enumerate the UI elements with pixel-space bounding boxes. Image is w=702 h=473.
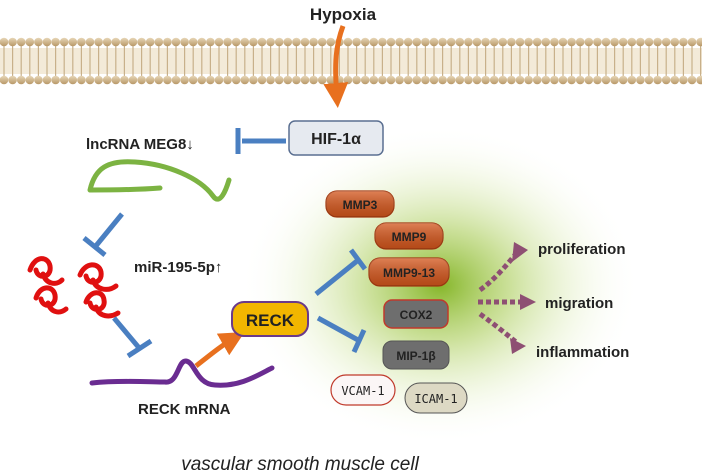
- inhibit-mir-mrna: [112, 316, 153, 359]
- reck-label: RECK: [246, 311, 295, 330]
- reck-protein: RECK: [231, 301, 309, 337]
- lncrna-label: lncRNA MEG8↓: [86, 136, 194, 153]
- svg-text:ICAM-1: ICAM-1: [414, 392, 457, 406]
- translation-arrow: [194, 332, 245, 368]
- svg-text:MMP9-13: MMP9-13: [383, 266, 435, 280]
- cell-membrane: [0, 37, 702, 85]
- reck-mrna-strand: [89, 358, 275, 388]
- protein-vcam1: VCAM-1: [330, 374, 396, 406]
- cell-label: vascular smooth muscle cell: [181, 454, 419, 473]
- hypoxia-arrow: [323, 25, 349, 108]
- outcome-proliferation: proliferation: [538, 241, 626, 258]
- svg-text:MMP9: MMP9: [392, 230, 427, 244]
- inhibit-hif-lncrna: [235, 128, 286, 154]
- hif-box: HIF-1α: [288, 120, 384, 156]
- svg-text:VCAM-1: VCAM-1: [341, 384, 384, 398]
- inhibit-reck-mmp: [314, 248, 368, 296]
- svg-text:MMP3: MMP3: [343, 198, 378, 212]
- svg-text:COX2: COX2: [400, 308, 433, 322]
- mir-label: miR-195-5p↑: [134, 259, 222, 276]
- reck-mrna-label: RECK mRNA: [138, 401, 231, 418]
- hypoxia-label: Hypoxia: [310, 5, 377, 24]
- protein-mmp9: MMP9: [374, 222, 444, 250]
- svg-text:MIP-1β: MIP-1β: [396, 349, 435, 363]
- protein-cox2: COX2: [383, 299, 449, 329]
- outcome-arrowheads: [510, 242, 536, 354]
- protein-mmp9-13: MMP9-13: [368, 257, 450, 287]
- protein-mmp3: MMP3: [325, 190, 395, 218]
- outcome-inflammation: inflammation: [536, 344, 629, 361]
- mirna-molecules: [27, 256, 121, 319]
- inhibit-lncrna-mir: [82, 212, 124, 257]
- protein-mip1b: MIP-1β: [382, 340, 450, 370]
- protein-icam1: ICAM-1: [404, 382, 468, 414]
- lncrna-strand: [87, 159, 232, 202]
- outcome-migration: migration: [545, 295, 613, 312]
- inhibit-reck-mip: [316, 315, 367, 354]
- hif-label: HIF-1α: [311, 131, 361, 148]
